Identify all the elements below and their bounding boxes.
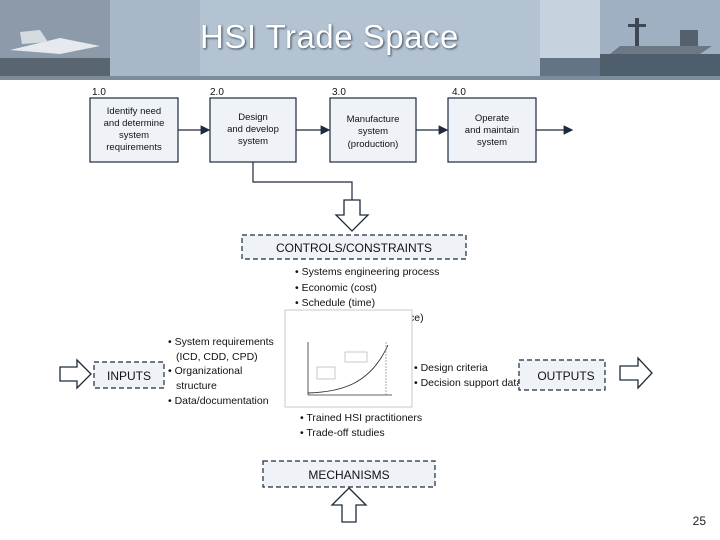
step-4-line-2: and maintain bbox=[465, 125, 519, 136]
mechanisms-block-arrow bbox=[330, 487, 368, 523]
inputs-box bbox=[93, 361, 165, 389]
diagram-area: 1.0 2.0 3.0 4.0 Identify need and determ… bbox=[0, 80, 720, 540]
step-number-4: 4.0 bbox=[452, 87, 466, 98]
page-number: 25 bbox=[692, 514, 706, 528]
inputs-label: INPUTS bbox=[107, 369, 151, 383]
inputs-block-arrow bbox=[59, 358, 92, 390]
connector-to-controls bbox=[252, 162, 353, 200]
step-number-3: 3.0 bbox=[332, 87, 346, 98]
step-number-2: 2.0 bbox=[210, 87, 224, 98]
mechanisms-box bbox=[262, 460, 436, 488]
mechanisms-label: MECHANISMS bbox=[308, 468, 389, 482]
outputs-item-1: • Design criteria bbox=[414, 362, 488, 374]
step-2-line-1: Design bbox=[238, 112, 268, 123]
hsi-trade-space-diagram: 1.0 2.0 3.0 4.0 Identify need and determ… bbox=[59, 87, 653, 523]
controls-block-arrow bbox=[334, 199, 370, 232]
step-number-1: 1.0 bbox=[92, 87, 106, 98]
step-1-line-1: Identify need bbox=[107, 106, 161, 117]
controls-item-2: • Economic (cost) bbox=[295, 282, 377, 294]
outputs-label: OUTPUTS bbox=[537, 369, 594, 383]
step-3-line-3: (production) bbox=[348, 139, 399, 150]
controls-label: CONTROLS/CONSTRAINTS bbox=[276, 241, 432, 255]
controls-box bbox=[241, 234, 467, 260]
step-2-line-3: system bbox=[238, 136, 268, 147]
step-1-line-2: and determine bbox=[104, 118, 165, 129]
controls-item-3: • Schedule (time) bbox=[295, 297, 375, 309]
controls-item-4: ce) bbox=[409, 312, 424, 324]
header-banner: HSI Trade Space bbox=[0, 0, 720, 80]
inputs-item-5: • Data/documentation bbox=[168, 395, 269, 407]
step-1-line-3: system bbox=[119, 130, 149, 141]
step-1-line-4: requirements bbox=[106, 142, 162, 153]
step-4-line-1: Operate bbox=[475, 113, 509, 124]
navy-photo-collage bbox=[0, 0, 720, 80]
slide-title: HSI Trade Space bbox=[200, 18, 459, 55]
step-box-1 bbox=[89, 97, 179, 163]
outputs-block-arrow bbox=[619, 356, 653, 390]
outputs-box bbox=[518, 359, 606, 391]
controls-item-1: • Systems engineering process bbox=[295, 266, 439, 278]
inputs-item-4: structure bbox=[176, 380, 217, 392]
graph-curve bbox=[307, 344, 389, 394]
graph-legend-box bbox=[344, 351, 368, 363]
inputs-item-2: (ICD, CDD, CPD) bbox=[176, 351, 258, 363]
step-3-line-1: Manufacture bbox=[347, 114, 400, 125]
step-4-line-3: system bbox=[477, 137, 507, 148]
tradeoff-graph-frame bbox=[284, 309, 413, 408]
inputs-item-1: • System requirements bbox=[168, 336, 274, 348]
inputs-item-3: • Organizational bbox=[168, 365, 242, 377]
step-3-line-2: system bbox=[358, 126, 388, 137]
graph-label-box bbox=[316, 366, 336, 380]
mechanisms-item-1: • Trained HSI practitioners bbox=[300, 412, 422, 424]
mechanisms-item-2: • Trade-off studies bbox=[300, 427, 385, 439]
step-2-line-2: and develop bbox=[227, 124, 279, 135]
outputs-item-2: • Decision support data bbox=[414, 377, 522, 389]
